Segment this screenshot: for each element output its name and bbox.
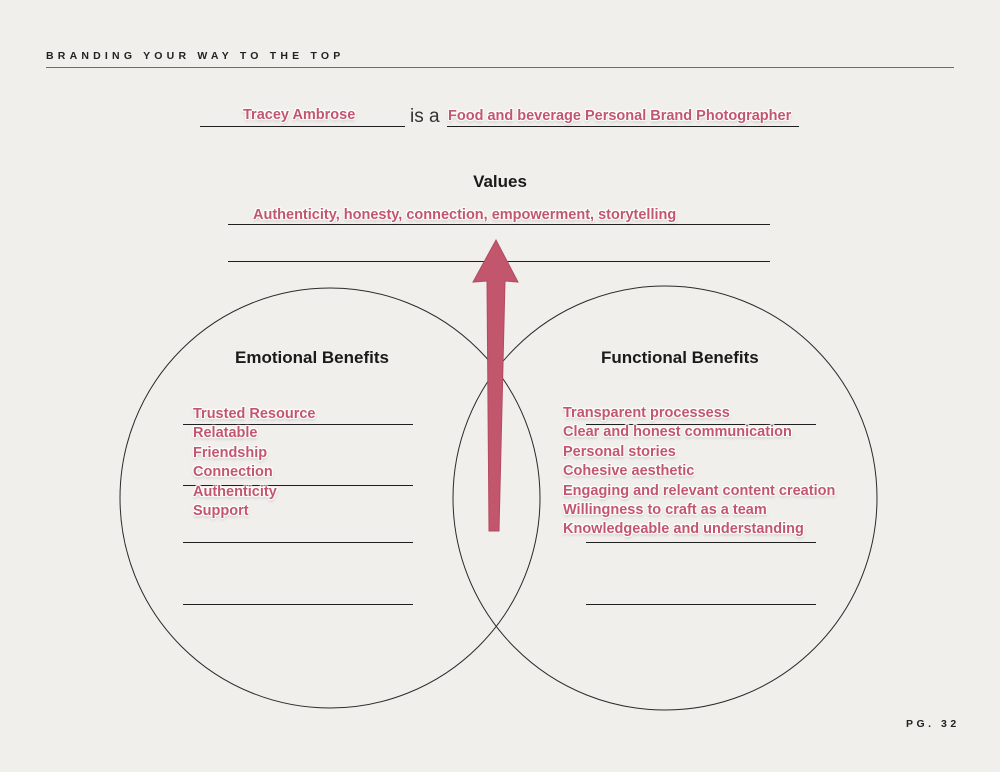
functional-benefits-title: Functional Benefits bbox=[601, 348, 759, 367]
page-number: PG. 32 bbox=[906, 718, 960, 730]
document-header: BRANDING YOUR WAY TO THE TOP bbox=[46, 50, 345, 62]
values-title: Values bbox=[473, 172, 527, 191]
functional-line-1 bbox=[586, 424, 816, 425]
functional-item: Knowledgeable and understanding bbox=[563, 521, 804, 538]
emotional-line-1 bbox=[183, 424, 413, 425]
values-answer: Authenticity, honesty, connection, empow… bbox=[253, 207, 677, 223]
name-answer: Tracey Ambrose bbox=[243, 107, 356, 123]
emotional-line-2 bbox=[183, 485, 413, 486]
functional-item: Willingness to craft as a team bbox=[563, 502, 767, 519]
functional-circle bbox=[452, 285, 878, 711]
functional-item: Clear and honest communication bbox=[563, 424, 792, 441]
statement-connector: is a bbox=[410, 106, 440, 127]
functional-item: Personal stories bbox=[563, 443, 676, 460]
emotional-item: Friendship bbox=[193, 444, 268, 461]
functional-line-3 bbox=[586, 604, 816, 605]
functional-item: Transparent processess bbox=[563, 405, 730, 421]
functional-item: Engaging and relevant content creation bbox=[563, 482, 836, 499]
emotional-line-4 bbox=[183, 604, 413, 605]
role-blank-line bbox=[447, 126, 799, 127]
emotional-item: Trusted Resource bbox=[193, 406, 316, 422]
functional-item: Cohesive aesthetic bbox=[563, 463, 695, 480]
functional-line-2 bbox=[586, 542, 816, 543]
name-blank-line bbox=[200, 126, 405, 127]
emotional-item: Authenticity bbox=[193, 483, 277, 500]
emotional-benefits-title: Emotional Benefits bbox=[235, 348, 389, 367]
values-line-1 bbox=[228, 224, 770, 225]
functional-benefits-list: Transparent processess Clear and honest … bbox=[563, 404, 835, 540]
emotional-item: Connection bbox=[193, 464, 273, 481]
emotional-item: Support bbox=[193, 503, 249, 520]
emotional-circle bbox=[119, 287, 541, 709]
up-arrow bbox=[472, 238, 519, 532]
emotional-line-3 bbox=[183, 542, 413, 543]
header-divider bbox=[46, 67, 954, 68]
emotional-benefits-list: Trusted Resource Relatable Friendship Co… bbox=[193, 405, 316, 521]
emotional-item: Relatable bbox=[193, 425, 258, 442]
role-answer: Food and beverage Personal Brand Photogr… bbox=[448, 108, 792, 124]
